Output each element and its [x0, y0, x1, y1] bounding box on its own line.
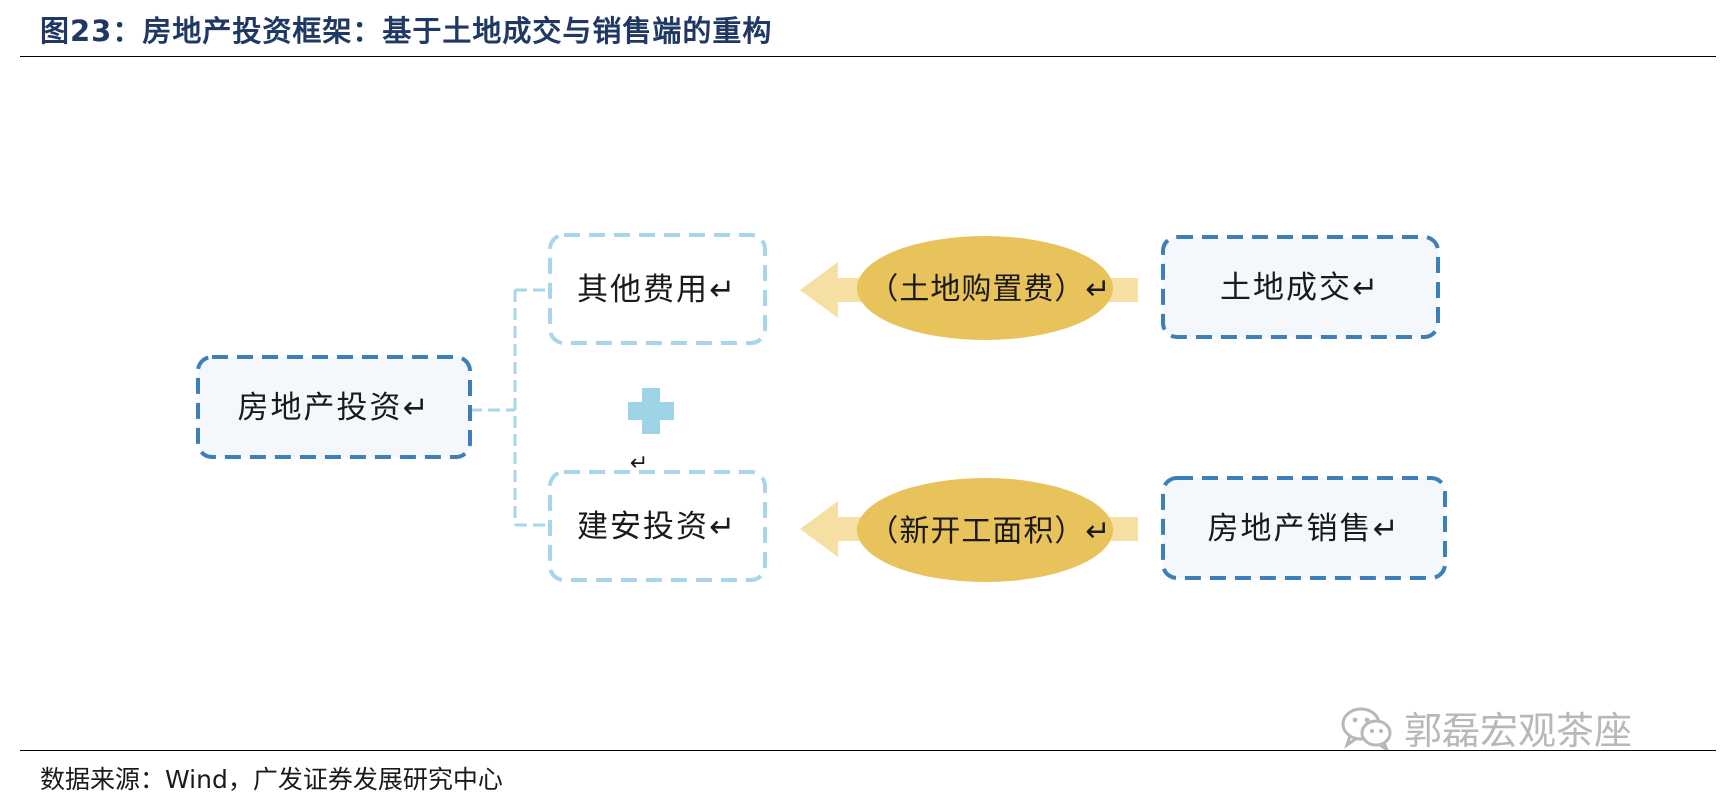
node-land-transactions-label: 土地成交↵ [1220, 270, 1380, 306]
node-construction-investment: 建安投资↵ [548, 470, 767, 582]
ellipse-new-construction-area-label: （新开工面积）↵ [868, 514, 1111, 549]
node-construction-investment-label: 建安投资↵ [577, 509, 737, 545]
ellipse-land-purchase-fee: （土地购置费）↵ [857, 236, 1113, 340]
bottom-rule [20, 750, 1716, 751]
figure-title: 图23：房地产投资框架：基于土地成交与销售端的重构 [40, 14, 773, 48]
watermark-text: 郭磊宏观茶座 [1404, 709, 1633, 753]
node-land-transactions: 土地成交↵ [1161, 235, 1440, 339]
node-real-estate-investment: 房地产投资↵ [196, 355, 472, 459]
plus-icon [628, 388, 674, 434]
ellipse-land-purchase-fee-label: （土地购置费）↵ [868, 272, 1111, 307]
node-real-estate-investment-label: 房地产投资↵ [238, 390, 431, 426]
bracket-connector [470, 288, 545, 527]
plus-caption: ↵ [630, 451, 650, 476]
ellipse-new-construction-area: （新开工面积）↵ [857, 478, 1113, 582]
top-rule [20, 56, 1716, 57]
node-real-estate-sales: 房地产销售↵ [1161, 476, 1447, 580]
node-other-expenses: 其他费用↵ [548, 233, 767, 345]
wechat-icon [1341, 707, 1392, 751]
node-other-expenses-label: 其他费用↵ [577, 272, 737, 308]
watermark: 郭磊宏观茶座 [1340, 700, 1632, 755]
source-note: 数据来源：Wind，广发证券发展研究中心 [40, 765, 503, 794]
node-real-estate-sales-label: 房地产销售↵ [1208, 511, 1401, 547]
